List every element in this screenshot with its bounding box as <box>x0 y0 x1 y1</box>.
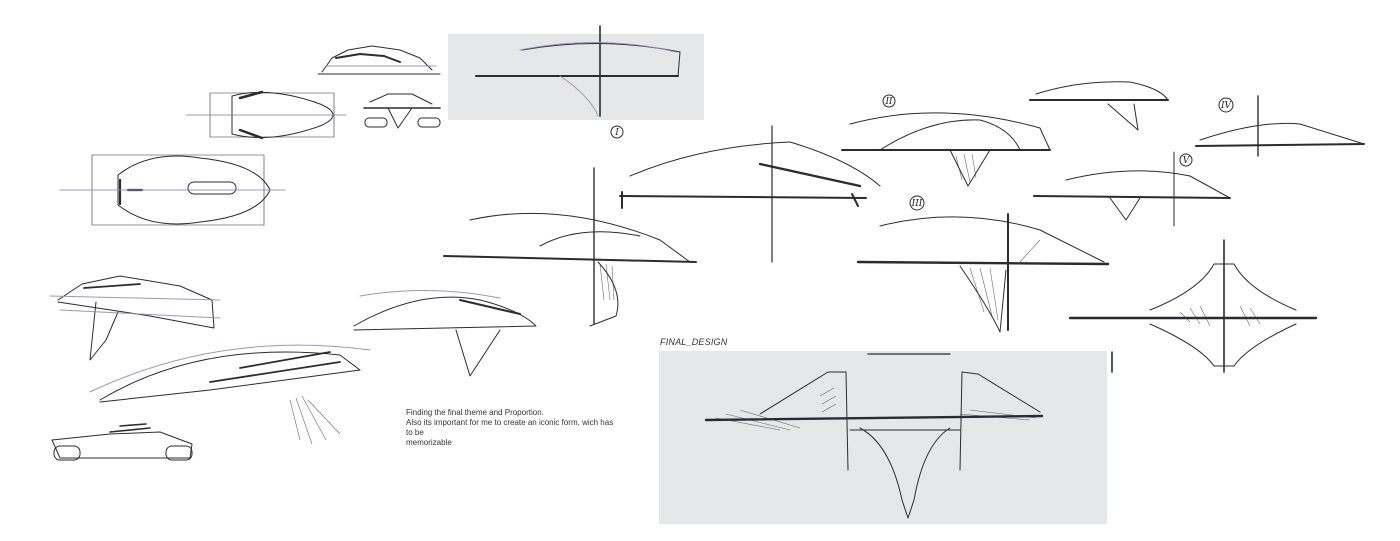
variant-marker-1: I <box>610 125 624 139</box>
final-design-panel <box>659 351 1107 524</box>
sketch-mid-left-variant <box>353 290 537 377</box>
svg-text:V: V <box>1183 156 1191 166</box>
variant-marker-2: II <box>882 94 896 108</box>
sketch-variant-1 <box>619 125 881 263</box>
svg-text:I: I <box>614 128 619 138</box>
sketch-final-design <box>704 351 1113 519</box>
sketch-variant-3 <box>856 213 1110 333</box>
sketch-left-variant-c <box>51 423 193 461</box>
design-note: Finding the final theme and Proportion. … <box>406 408 616 448</box>
sketch-variant-4 <box>1029 81 1365 157</box>
sketch-center-variant <box>443 167 697 327</box>
svg-text:II: II <box>884 97 893 107</box>
sketch-variant-2 <box>841 112 1051 187</box>
variant-marker-3: III <box>909 195 925 211</box>
sketch-top-view-small <box>185 90 347 140</box>
sketch-top-panel <box>475 25 681 117</box>
sketch-left-variant-a <box>49 275 221 361</box>
svg-text:III: III <box>911 199 923 209</box>
sketch-variant-5 <box>1033 151 1231 227</box>
design-note-line-2: Also its important for me to create an i… <box>406 418 614 437</box>
design-note-line-3: memorizable <box>406 438 452 447</box>
variant-marker-5: V <box>1179 153 1193 167</box>
sketch-small-side-view <box>317 45 441 75</box>
sketch-front-view-small <box>363 93 441 129</box>
sketch-left-variant-b <box>89 344 371 445</box>
sketch-variant-final-front <box>1068 239 1318 373</box>
svg-text:IV: IV <box>1220 101 1233 111</box>
design-note-line-1: Finding the final theme and Proportion. <box>406 408 544 417</box>
sketch-top-view-large <box>59 154 286 226</box>
final-design-label: FINAL_DESIGN <box>660 337 728 347</box>
variant-marker-4: IV <box>1218 97 1234 113</box>
